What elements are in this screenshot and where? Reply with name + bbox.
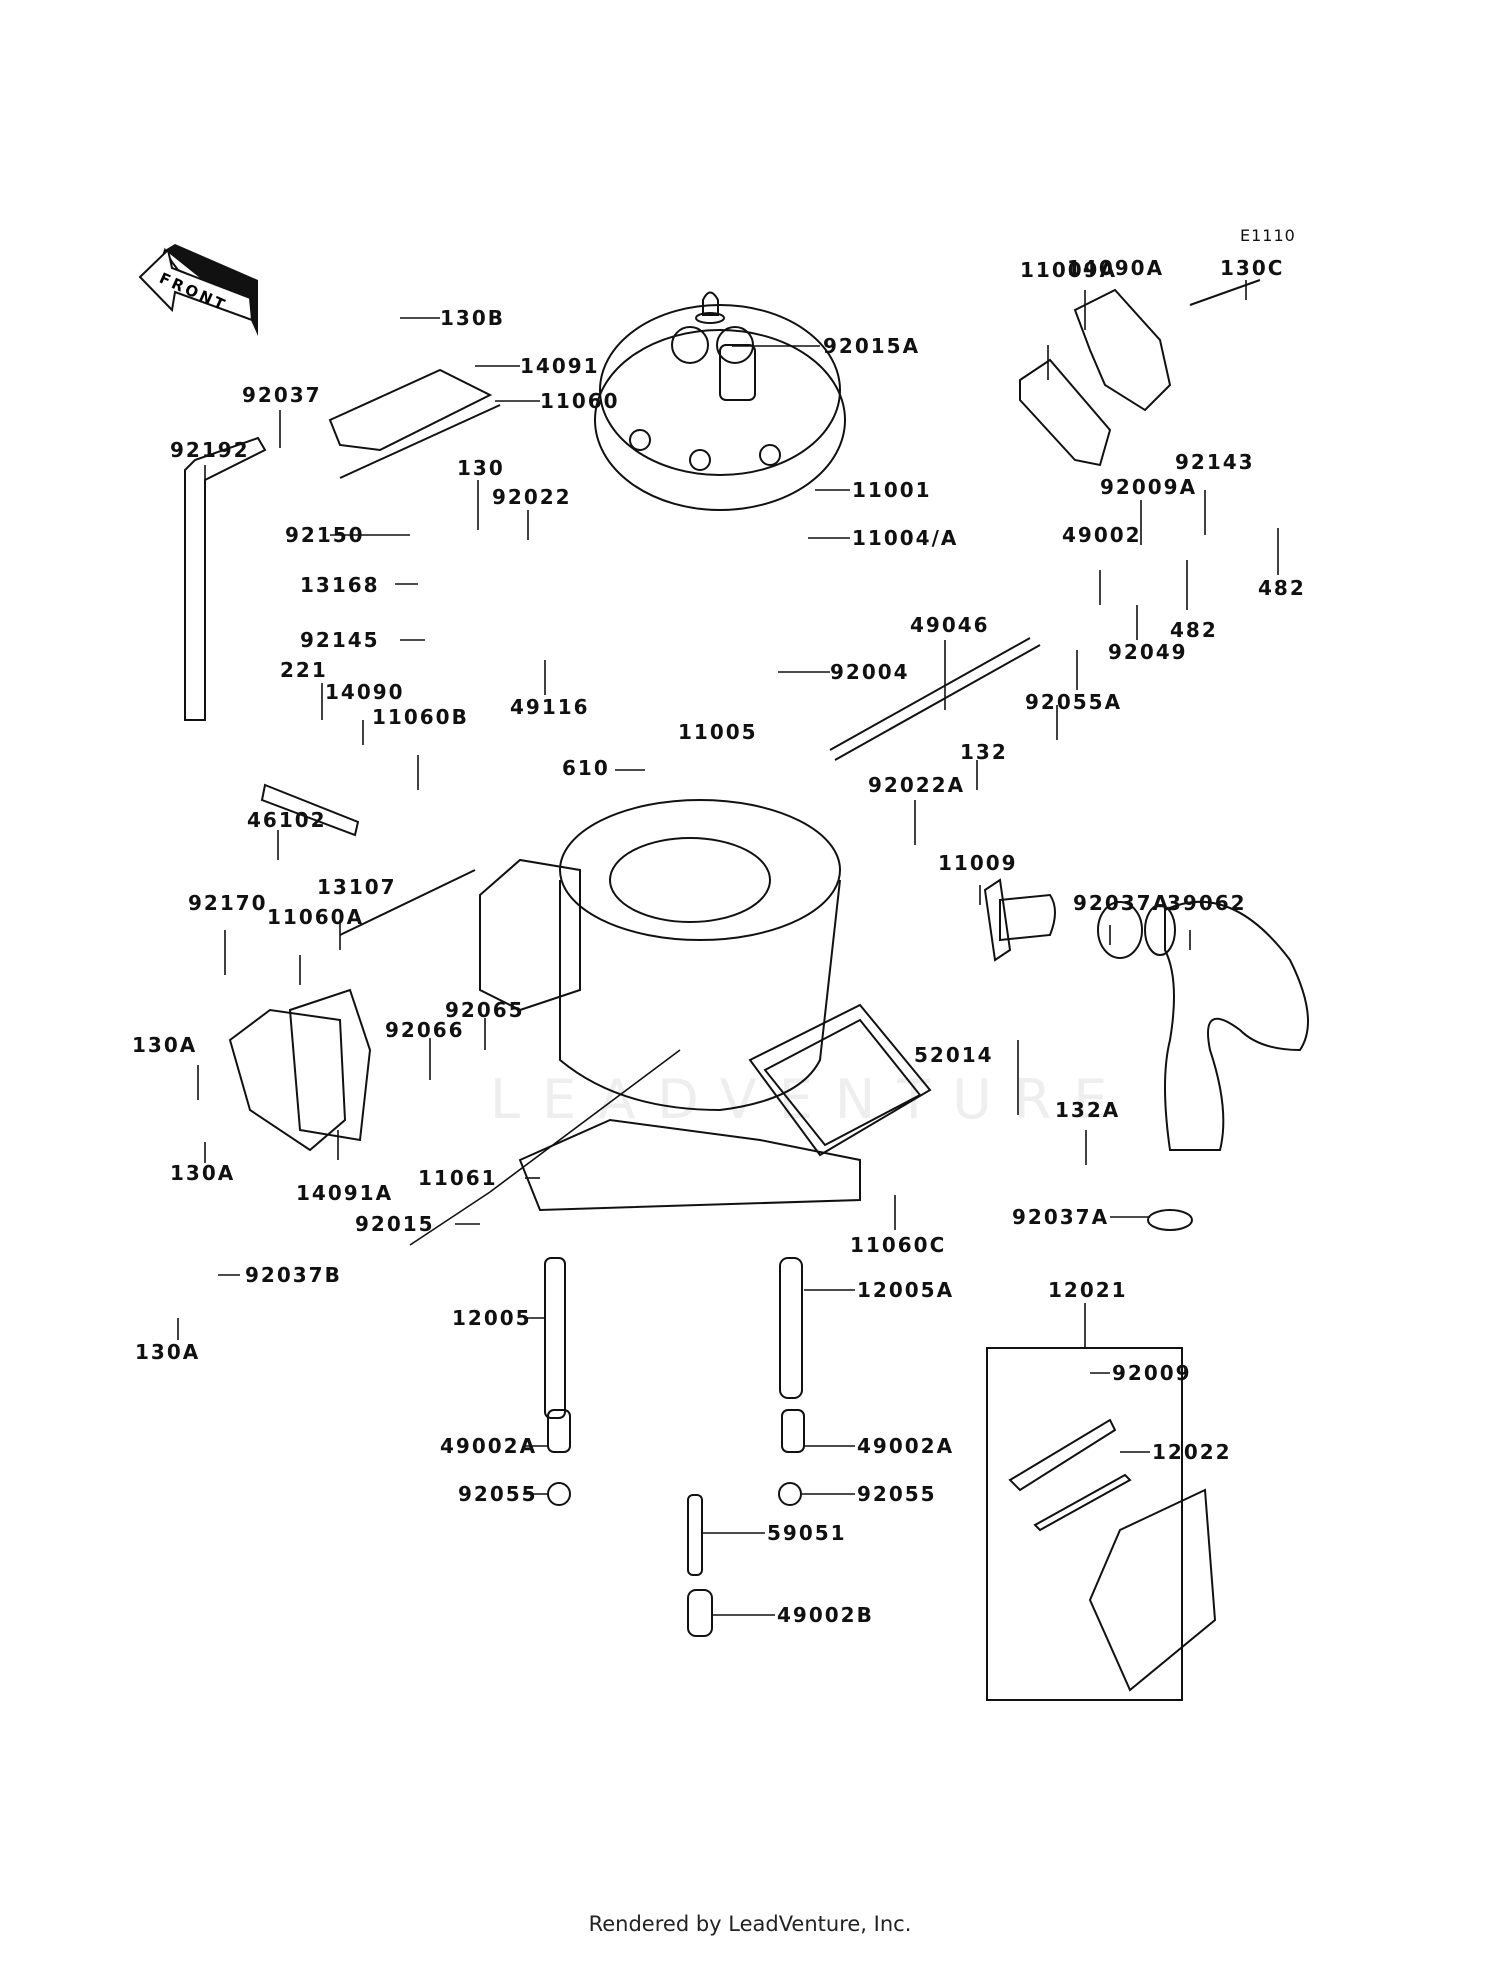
part-label[interactable]: 132A (1055, 1098, 1121, 1122)
part-label[interactable]: 92150 (285, 523, 365, 547)
part-label[interactable]: 59051 (767, 1521, 847, 1545)
part-label[interactable]: 52014 (914, 1043, 994, 1067)
part-label[interactable]: 92037B (245, 1263, 342, 1287)
part-label[interactable]: 14091A (296, 1181, 394, 1205)
valve-cover (328, 368, 493, 452)
part-label[interactable]: 482 (1170, 618, 1218, 642)
part-label[interactable]: 92145 (300, 628, 380, 652)
cylinder-head (594, 304, 846, 511)
part-label[interactable]: 11060 (540, 389, 620, 413)
part-label[interactable]: 46102 (247, 808, 327, 832)
part-label[interactable]: 12005A (857, 1278, 955, 1302)
part-label[interactable]: 92004 (830, 660, 910, 684)
part-label[interactable]: 130A (135, 1340, 201, 1364)
part-label[interactable]: 132 (960, 740, 1008, 764)
part-label[interactable]: 11009A (1020, 258, 1118, 282)
part-label[interactable]: 92065 (445, 998, 525, 1022)
part-label[interactable]: 92015A (823, 334, 921, 358)
part-label[interactable]: 92170 (188, 891, 268, 915)
part-label[interactable]: 14090 (325, 680, 405, 704)
reed-gasket (748, 1003, 932, 1157)
part-label[interactable]: 130 (457, 456, 505, 480)
part-label[interactable]: 12021 (1048, 1278, 1128, 1302)
shaft (544, 1257, 566, 1419)
part-label[interactable]: 49002A (440, 1434, 538, 1458)
part-label[interactable]: 13107 (317, 875, 397, 899)
coolant-hose (1144, 900, 1309, 1151)
part-label[interactable]: 49002A (857, 1434, 955, 1458)
reed-valve-assy-box (986, 1347, 1183, 1701)
part-label[interactable]: 49002 (1062, 523, 1142, 547)
front-arrow-icon (138, 244, 258, 336)
cylinder (479, 799, 861, 1212)
rack (260, 783, 360, 837)
part-label[interactable]: 92015 (355, 1212, 435, 1236)
part-label[interactable]: 92055 (458, 1482, 538, 1506)
footer-credit: Rendered by LeadVenture, Inc. (588, 1912, 912, 1936)
part-label[interactable]: 11009 (938, 851, 1018, 875)
part-label[interactable]: 14091 (520, 354, 600, 378)
leader-lines (177, 280, 1279, 1616)
water-fitting (983, 878, 1056, 962)
drain-hose (184, 436, 267, 721)
part-label[interactable]: 92009 (1112, 1361, 1192, 1385)
governor-shaft (829, 637, 1031, 751)
part-label[interactable]: 610 (562, 756, 610, 780)
part-label[interactable]: 49116 (510, 695, 590, 719)
part-label[interactable]: 130A (132, 1033, 198, 1057)
part-label[interactable]: 11061 (418, 1166, 498, 1190)
part-label[interactable]: 49046 (910, 613, 990, 637)
part-label[interactable]: 130A (170, 1161, 236, 1185)
part-label[interactable]: 92066 (385, 1018, 465, 1042)
part-label[interactable]: 92022A (868, 773, 966, 797)
part-label[interactable]: 11060B (372, 705, 469, 729)
part-label[interactable]: 11004/A (852, 526, 959, 550)
part-label[interactable]: 92037A (1012, 1205, 1110, 1229)
part-label[interactable]: 14090A (1067, 256, 1165, 280)
part-label[interactable]: 12005 (452, 1306, 532, 1330)
valve-cover-a (1073, 288, 1172, 412)
shaft (779, 1257, 803, 1399)
diagram-code: E1110 (1240, 226, 1296, 245)
part-label[interactable]: 92192 (170, 438, 250, 462)
part-label[interactable]: 92055A (1025, 690, 1123, 714)
hose-clamp (1097, 901, 1143, 959)
part-label[interactable]: 221 (280, 658, 328, 682)
part-label[interactable]: 12022 (1152, 1440, 1232, 1464)
cover-gasket (1019, 358, 1112, 467)
part-label[interactable]: 92055 (857, 1482, 937, 1506)
part-label[interactable]: 11001 (852, 478, 932, 502)
part-label[interactable]: 49002B (777, 1603, 874, 1627)
part-label[interactable]: 482 (1258, 576, 1306, 600)
part-label[interactable]: 11005 (678, 720, 758, 744)
part-label[interactable]: 13168 (300, 573, 380, 597)
acorn-nut (695, 291, 725, 324)
valve-housing (228, 1008, 347, 1152)
part-label[interactable]: 92049 (1108, 640, 1188, 664)
part-label[interactable]: 92037A (1073, 891, 1171, 915)
part-label[interactable]: 130C (1220, 256, 1285, 280)
part-label[interactable]: 92022 (492, 485, 572, 509)
part-label[interactable]: 92037 (242, 383, 322, 407)
watermark: LEADVENTURE (490, 1068, 1130, 1131)
part-label[interactable]: 130B (440, 306, 505, 330)
part-label[interactable]: 11060A (267, 905, 365, 929)
hose-clamp (1147, 1209, 1193, 1231)
part-label[interactable]: 39062 (1167, 891, 1247, 915)
part-label[interactable]: 92009A (1100, 475, 1198, 499)
part-label[interactable]: 92143 (1175, 450, 1255, 474)
part-label[interactable]: 11060C (850, 1233, 947, 1257)
